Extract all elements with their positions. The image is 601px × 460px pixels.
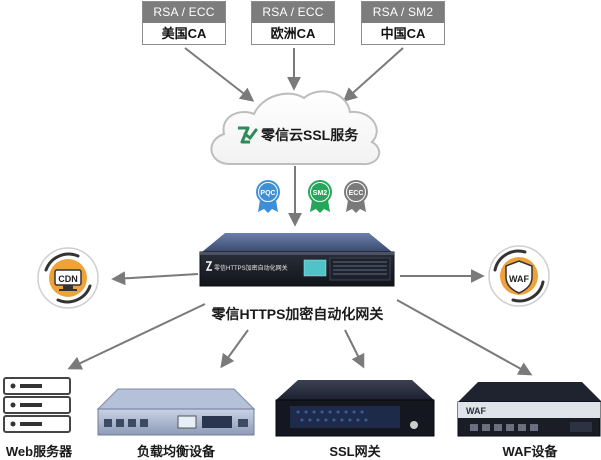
load-balancer-label: 负载均衡设备	[136, 444, 215, 459]
waf-shield-icon	[488, 245, 550, 307]
gateway-logo-icon	[205, 261, 213, 271]
waf-icon-label: WAF	[509, 274, 529, 284]
ssl-gateway-label: SSL网关	[329, 444, 381, 459]
gateway-label: 零信HTTPS加密自动化网关	[211, 306, 384, 322]
waf-device-label: WAF设备	[502, 444, 558, 459]
ca-name: 中国CA	[380, 26, 426, 41]
ssl-gateway-device	[275, 380, 435, 437]
ca-box-cn: RSA / SM2 中国CA	[361, 1, 445, 45]
sm2-badge-label: SM2	[313, 190, 328, 197]
arrow-gateway-to-cdn	[111, 271, 199, 286]
ca-algo: RSA / SM2	[362, 2, 444, 23]
ca-box-eu: RSA / ECC 欧洲CA	[251, 1, 335, 45]
waf-device	[457, 382, 601, 437]
gateway-panel-text: 零信HTTPS加密自动化网关	[214, 264, 288, 272]
ca-name: 美国CA	[161, 26, 207, 41]
ca-box-us: RSA / ECC 美国CA	[142, 1, 226, 45]
arrow-gateway-to-lb	[220, 329, 249, 369]
cloud-shape	[210, 90, 381, 166]
ecc-badge-icon	[344, 180, 368, 213]
gateway-appliance	[199, 233, 395, 287]
load-balancer-device	[96, 388, 256, 436]
sm2-badge-icon	[308, 180, 332, 213]
arrow-gateway-to-waf-device	[396, 299, 533, 376]
arrow-cn-to-cloud	[342, 47, 404, 102]
web-server-label: Web服务器	[5, 444, 73, 459]
ca-name: 欧洲CA	[270, 26, 316, 41]
web-server-icon	[3, 377, 71, 433]
ca-algo: RSA / ECC	[252, 2, 334, 23]
cdn-label: CDN	[58, 274, 78, 284]
pqc-badge-icon	[256, 180, 280, 213]
arrow-gateway-to-web	[67, 303, 206, 370]
ca-algo: RSA / ECC	[143, 2, 225, 23]
ecc-badge-label: ECC	[349, 190, 364, 197]
pqc-badge-label: PQC	[260, 190, 275, 197]
waf-device-panel-text: WAF	[466, 406, 486, 416]
zerossl-logo-icon	[238, 126, 258, 144]
cloud-label: 零信云SSL服务	[260, 127, 359, 143]
arrow-us-to-cloud	[184, 47, 255, 102]
cdn-icon	[37, 247, 99, 309]
arrow-gateway-to-ssl	[344, 329, 365, 369]
